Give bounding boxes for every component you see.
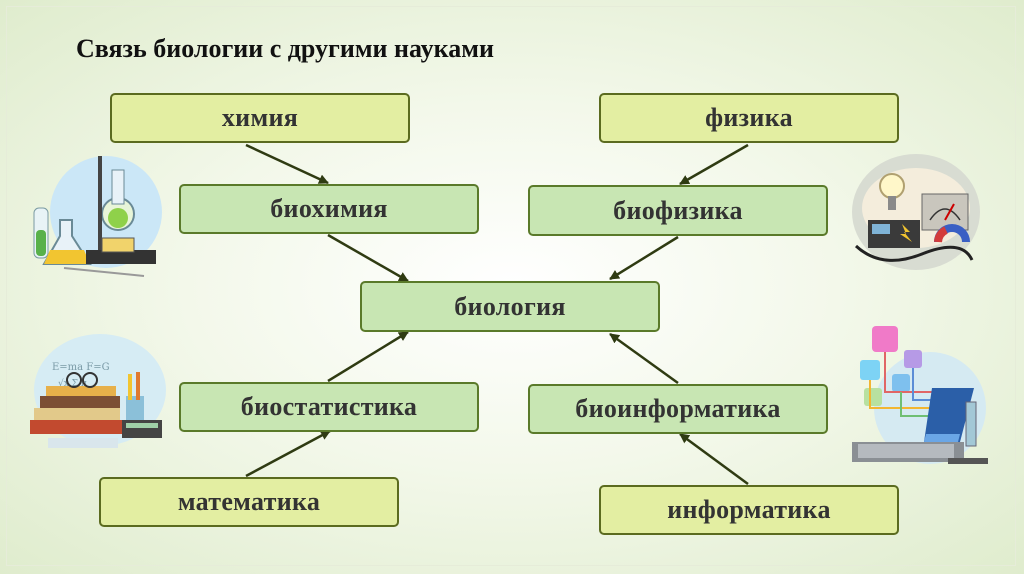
box-informatics: информатика [599, 485, 899, 535]
box-chemistry: химия [110, 93, 410, 143]
box-physics: физика [599, 93, 899, 143]
arrow-informatics-to-bioinformatics [680, 434, 748, 484]
arrow-biophysics-to-biology [610, 237, 678, 279]
arrow-biochemistry-to-biology [328, 235, 408, 281]
arrow-biostatistics-to-biology [328, 332, 408, 381]
box-biostatistics: биостатистика [179, 382, 479, 432]
physics-lab-icon [842, 150, 982, 275]
box-mathematics: математика [99, 477, 399, 527]
arrow-bioinformatics-to-biology [610, 334, 678, 383]
arrow-mathematics-to-biostatistics [246, 431, 330, 476]
arrow-chemistry-to-biochemistry [246, 145, 328, 183]
math-books-icon: E=ma F=G √x Σ π [18, 330, 168, 462]
arrow-physics-to-biophysics [680, 145, 748, 184]
box-biophysics: биофизика [528, 185, 828, 236]
box-biochemistry: биохимия [179, 184, 479, 234]
chemistry-lab-icon [24, 150, 164, 285]
box-biology: биология [360, 281, 660, 332]
box-bioinformatics: биоинформатика [528, 384, 828, 434]
computer-science-icon [848, 322, 988, 472]
svg-text:E=ma F=G: E=ma F=G [52, 362, 110, 373]
